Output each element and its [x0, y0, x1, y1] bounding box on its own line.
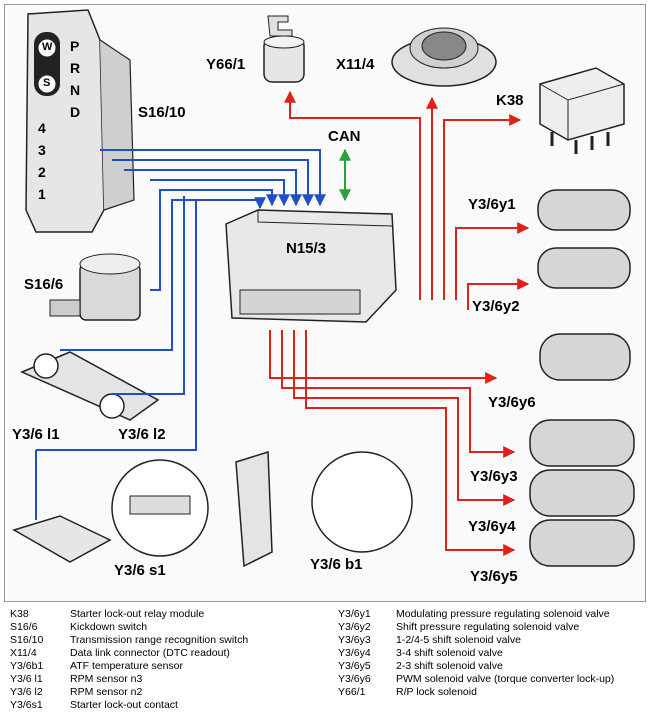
legend-desc: Starter lock-out contact: [70, 699, 178, 711]
legend-code: Y3/6 l2: [10, 686, 43, 698]
legend-desc: RPM sensor n3: [70, 673, 143, 685]
legend-desc: Data link connector (DTC readout): [70, 647, 230, 659]
legend-code: Y3/6y2: [338, 621, 371, 633]
label-y3-6y5: Y3/6y5: [470, 568, 518, 585]
label-k38: K38: [496, 92, 524, 109]
label-y66-1: Y66/1: [206, 56, 246, 73]
legend-desc: Modulating pressure regulating solenoid …: [396, 608, 610, 620]
s16-6-kickdown-switch: [49, 253, 141, 321]
selector-letter-n: N: [70, 82, 81, 98]
label-y3-6y4: Y3/6y4: [468, 518, 516, 535]
legend-desc: RPM sensor n2: [70, 686, 143, 698]
legend-desc: 3-4 shift solenoid valve: [396, 647, 503, 659]
selector-letter-2: 2: [38, 164, 46, 180]
legend-code: Y3/6y1: [338, 608, 371, 620]
legend-code: Y3/6y3: [338, 634, 371, 646]
legend-desc: 1-2/4-5 shift solenoid valve: [396, 634, 521, 646]
rpm-sensor-assembly: [20, 351, 160, 421]
s16-10-selector-switch: [25, 9, 135, 233]
y3-6-s1-contact: [12, 459, 209, 563]
legend-code: Y3/6 l1: [10, 673, 43, 685]
legend-code: Y3/6s1: [10, 699, 43, 711]
solenoid-valve-stack: [529, 189, 635, 567]
legend-desc: R/P lock solenoid: [396, 686, 477, 698]
label-y3-6y6: Y3/6y6: [488, 394, 536, 411]
x11-4-connector: [391, 27, 497, 87]
selector-button-s: S: [43, 77, 51, 89]
k38-relay-module: [539, 67, 625, 154]
legend-desc: 2-3 shift solenoid valve: [396, 660, 503, 672]
label-n15-3: N15/3: [286, 240, 327, 257]
n15-3-control-module: [225, 209, 397, 323]
legend-code: Y3/6y5: [338, 660, 371, 672]
label-y3-6y1: Y3/6y1: [468, 196, 516, 213]
label-y3-6-l1: Y3/6 l1: [12, 426, 60, 443]
legend-desc: Transmission range recognition switch: [70, 634, 249, 646]
label-y3-6-l2: Y3/6 l2: [118, 426, 166, 443]
selector-letter-4: 4: [38, 120, 46, 136]
label-s16-6: S16/6: [24, 276, 64, 293]
selector-letter-1: 1: [38, 186, 46, 202]
selector-letter-r: R: [70, 60, 81, 76]
legend-code: K38: [10, 608, 29, 620]
valve-body: [235, 450, 413, 568]
label-y3-6-b1: Y3/6 b1: [310, 556, 363, 573]
legend-desc: ATF temperature sensor: [70, 660, 184, 672]
output-wires: [269, 90, 530, 556]
legend-code: Y66/1: [338, 686, 366, 698]
label-can: CAN: [328, 128, 361, 145]
label-y3-6-s1: Y3/6 s1: [114, 562, 166, 579]
legend-code: Y3/6y4: [338, 647, 371, 659]
legend-code: Y3/6y6: [338, 673, 371, 685]
y66-1-solenoid: [263, 15, 305, 83]
selector-button-w: W: [42, 41, 53, 53]
legend-desc: Starter lock-out relay module: [70, 608, 205, 620]
selector-letter-d: D: [70, 104, 81, 120]
legend-desc: PWM solenoid valve (torque converter loc…: [396, 673, 615, 685]
label-x11-4: X11/4: [336, 56, 375, 73]
legend-code: S16/10: [10, 634, 44, 646]
selector-letter-p: P: [70, 38, 80, 54]
label-y3-6y3: Y3/6y3: [470, 468, 518, 485]
legend-desc: Kickdown switch: [70, 621, 148, 633]
legend-code: X11/4: [10, 647, 37, 659]
legend-desc: Shift pressure regulating solenoid valve: [396, 621, 580, 633]
label-y3-6y2: Y3/6y2: [472, 298, 520, 315]
selector-letter-3: 3: [38, 142, 46, 158]
input-wires: [35, 149, 326, 520]
legend-code: Y3/6b1: [10, 660, 44, 672]
legend-code: S16/6: [10, 621, 38, 633]
label-s16-10: S16/10: [138, 104, 186, 121]
